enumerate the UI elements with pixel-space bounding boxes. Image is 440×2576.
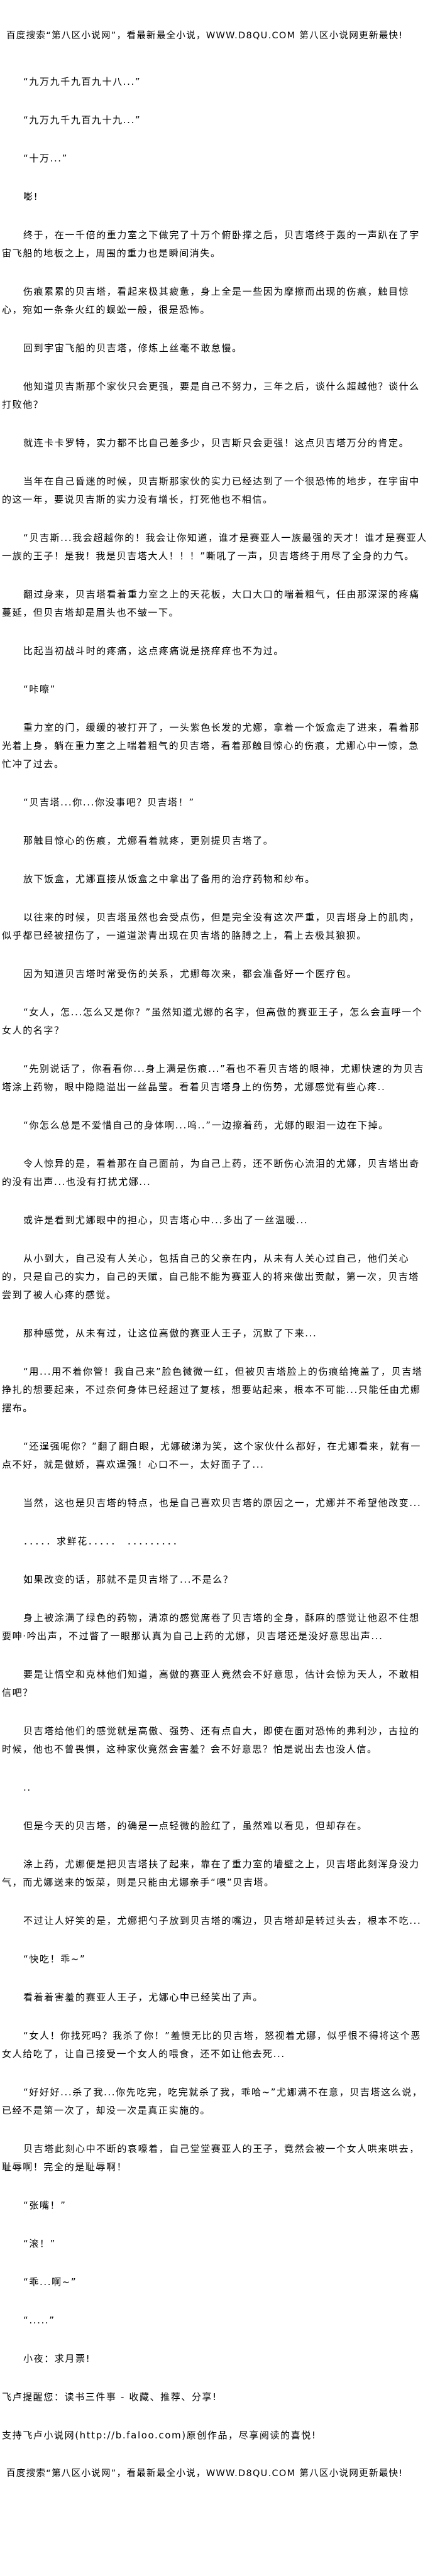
paragraph: “女人，怎...怎么又是你？”虽然知道尤娜的名字，但高傲的赛亚王子，怎么会直呼一… <box>2 1007 423 1036</box>
paragraph: 小夜：求月票! <box>23 2353 91 2364</box>
paragraph: 令人惊异的是，看着那在自己面前，为自己上药，还不断伤心流泪的尤娜，贝吉塔出奇的没… <box>2 1158 420 1187</box>
paragraph: “张嘴！” <box>23 2200 67 2211</box>
paragraph: 那种感觉，从未有过，让这位高傲的赛亚人王子，沉默了下来... <box>23 1328 317 1339</box>
paragraph: “你怎么总是不爱惜自己的身体啊...呜..”一边擦着药，尤娜的眼泪一边在下掉。 <box>23 1120 389 1131</box>
faloo-reminder: 飞卢提醒您：读书三件事 - 收藏、推荐、分享! <box>2 2391 217 2403</box>
paragraph: 贝吉塔给他们的感觉就是高傲、强势、还有点自大，即使在面对恐怖的弗利沙，古拉的时候… <box>2 1725 420 1755</box>
paragraph: “还逞强呢你？”翻了翻白眼，尤娜破涕为笑，这个家伙什么都好，在尤娜看来，就有一点… <box>2 1441 421 1470</box>
paragraph: 贝吉塔此刻心中不断的哀嚎着，自己堂堂赛亚人的王子，竟然会被一个女人哄来哄去，耻辱… <box>2 2143 420 2173</box>
paragraph: 当年在自己昏迷的时候，贝吉斯那家伙的实力已经达到了一个很恐怖的地步，在宇宙中的这… <box>2 476 420 505</box>
paragraph: 嘭! <box>23 191 39 202</box>
paragraph: “好好好...杀了我...你先吃完，吃完就杀了我，乖哈~”尤娜满不在意，贝吉塔这… <box>2 2087 423 2116</box>
paragraph: 以往来的时候，贝吉塔虽然也会受点伤，但是完全没有这次严重，贝吉塔身上的肌肉，似乎… <box>2 912 420 941</box>
paragraph: “咔嚓” <box>23 684 56 695</box>
paragraph: “用...用不着你管！我自己来”脸色微微一红，但被贝吉塔脸上的伤痕给掩盖了，贝吉… <box>2 1366 423 1414</box>
chapter-body: “九万九千九百九十八...” “九万九千九百九十九...” “十万...” 嘭! 终于，… <box>2 73 429 2503</box>
paragraph: ．．．．．求鲜花．．．．． ．．．．．．．．． <box>23 1536 184 1547</box>
paragraph: 或许是看到尤娜眼中的担心，贝吉塔心中...多出了一丝温暖... <box>23 1214 309 1226</box>
paragraph: “快吃！乖~” <box>23 1953 86 1965</box>
site-banner-bottom: 百度搜索“第八区小说网”，看最新最全小说，WWW.D8QU.COM 第八区小说网… <box>6 2469 404 2479</box>
paragraph: 但是今天的贝吉塔，的确是一点轻微的脸红了，虽然难以看见，但却存在。 <box>23 1820 368 1831</box>
paragraph: 伤痕累累的贝吉塔，看起来极其疲惫，身上全是一些因为摩擦而出现的伤痕，触目惊心，宛… <box>2 286 410 315</box>
paragraph: 比起当初战斗时的疼痛，这点疼痛说是挠痒痒也不为过。 <box>23 645 285 657</box>
faloo-support-line: 支持飞卢小说网(http://b.faloo.com)原创作品，尽享阅读的喜悦! <box>2 2430 317 2441</box>
paragraph: “滚！” <box>23 2238 56 2249</box>
paragraph: 就连卡卡罗特，实力都不比自己差多少，贝吉斯只会更强！这点贝吉塔万分的肯定。 <box>23 437 410 449</box>
paragraph: “贝吉塔...你...你没事吧？贝吉塔！” <box>23 797 195 808</box>
paragraph: 回到宇宙飞船的贝吉塔，修炼上丝毫不敢怠慢。 <box>23 342 243 354</box>
paragraph: 涂上药，尤娜便是把贝吉塔扶了起来，靠在了重力室的墙壁之上，贝吉塔此刻浑身没力气，… <box>2 1858 420 1888</box>
paragraph: .. <box>23 1782 31 1793</box>
paragraph-list: “九万九千九百九十八...” “九万九千九百九十九...” “十万...” 嘭! 终于，… <box>2 73 429 2368</box>
paragraph: “乖...啊~” <box>23 2276 77 2288</box>
paragraph: 因为知道贝吉塔时常受伤的关系，尤娜每次来，都会准备好一个医疗包。 <box>23 968 358 980</box>
paragraph: 看着着害羞的赛亚人王子，尤娜心中已经笑出了声。 <box>23 1992 263 2003</box>
paragraph: “先别说话了，你看看你...身上满是伤痕...”看也不看贝吉塔的眼神，尤娜快速的… <box>2 1063 424 1093</box>
paragraph: 重力室的门，缓缓的被打开了，一头紫色长发的尤娜，拿着一个饭盒走了进来，看着那光着… <box>2 722 420 770</box>
paragraph: 从小到大，自己没有人关心，包括自己的父亲在内，从未有人关心过自己，他们关心的，只… <box>2 1253 420 1301</box>
paragraph: “九万九千九百九十八...” <box>23 76 141 87</box>
paragraph: 身上被涂满了绿色的药物，清凉的感觉席卷了贝吉塔的全身，酥麻的感觉让他忍不住想要呻… <box>2 1612 420 1642</box>
paragraph: 那触目惊心的伤痕，尤娜看着就疼，更别提贝吉塔了。 <box>23 835 274 846</box>
paragraph: 要是让悟空和克林他们知道，高傲的赛亚人竟然会不好意思，估计会惊为天人，不敢相信吧… <box>2 1669 420 1698</box>
paragraph: 他知道贝吉斯那个家伙只会更强，要是自己不努力，三年之后，谈什么超越他？谈什么打败… <box>2 381 420 410</box>
paragraph: “十万...” <box>23 153 69 164</box>
paragraph: “九万九千九百九十九...” <box>23 114 141 126</box>
paragraph: “贝吉斯...我会超越你的！我会让你知道，谁才是赛亚人一族最强的天才！谁才是赛亚… <box>2 532 427 562</box>
paragraph: 当然，这也是贝吉塔的特点，也是自己喜欢贝吉塔的原因之一，尤娜并不希望他改变... <box>23 1497 422 1509</box>
paragraph: 终于，在一千倍的重力室之下做完了十万个俯卧撑之后，贝吉塔终于轰的一声趴在了宇宙飞… <box>2 229 420 259</box>
paragraph: 如果改变的话，那就不是贝吉塔了...不是么？ <box>23 1574 234 1585</box>
paragraph: 不过让人好笑的是，尤娜把勺子放到贝吉塔的嘴边，贝吉塔却是转过头去，根本不吃... <box>23 1915 422 1926</box>
paragraph: 翻过身来，贝吉塔看着重力室之上的天花板，大口大口的喘着粗气，任由那深深的疼痛蔓延… <box>2 589 420 618</box>
site-banner-top: 百度搜索“第八区小说网”，看最新最全小说，WWW.D8QU.COM 第八区小说网… <box>6 31 404 41</box>
paragraph: “女人！你找死吗？我杀了你！”羞愤无比的贝吉塔，怒视着尤娜，似乎恨不得将这个恶女… <box>2 2030 421 2060</box>
paragraph: “.....” <box>23 2315 55 2326</box>
paragraph: 放下饭盒，尤娜直接从饭盒之中拿出了备用的治疗药物和纱布。 <box>23 873 316 885</box>
